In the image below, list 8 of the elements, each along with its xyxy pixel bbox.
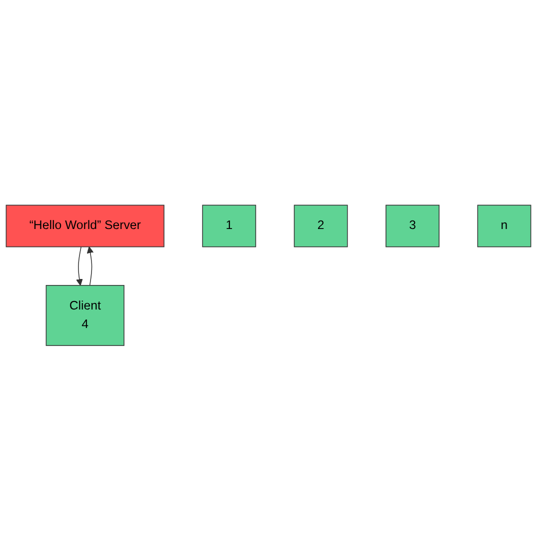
node-box: Client 4 xyxy=(46,285,124,346)
node-box: 1 xyxy=(202,204,256,248)
node-box: “Hello World” Server xyxy=(6,204,164,248)
arrow xyxy=(86,246,94,286)
node-box: 3 xyxy=(386,204,440,248)
node-box: n xyxy=(477,204,532,248)
node-box: 2 xyxy=(294,204,348,248)
arrow xyxy=(76,246,83,286)
